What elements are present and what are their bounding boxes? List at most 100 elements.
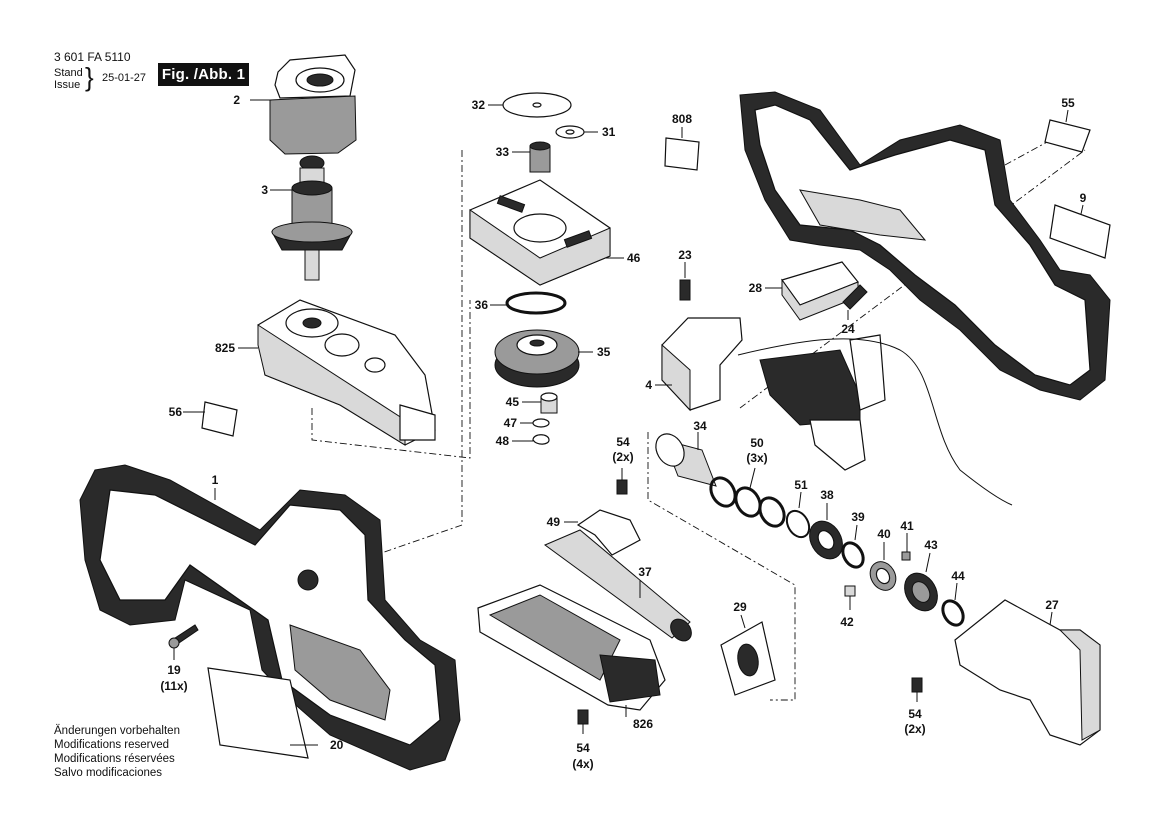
part-3-rotor xyxy=(270,155,353,281)
part-27-shoe xyxy=(954,599,1101,746)
callout-54-top: 54 xyxy=(616,435,630,449)
note-en: Modifications reserved xyxy=(54,739,170,751)
part-34-tube xyxy=(655,432,717,487)
callout-56: 56 xyxy=(169,405,183,419)
callout-45: 45 xyxy=(506,395,520,409)
callout-43: 43 xyxy=(924,538,938,552)
callout-54-top-qty: (2x) xyxy=(612,450,633,464)
part-19-screw xyxy=(168,624,199,660)
part-45-bushing xyxy=(522,392,558,414)
callout-labels: 2 3 825 56 1 19 (11x) 20 32 31 33 46 36 … xyxy=(160,93,1086,771)
part-825-gear-housing xyxy=(238,299,436,446)
callout-33: 33 xyxy=(496,145,510,159)
housing-right-half xyxy=(739,91,1111,401)
callout-825: 825 xyxy=(215,341,235,355)
part-54-screw-top xyxy=(616,468,628,495)
callout-2: 2 xyxy=(233,93,240,107)
part-54-screw-bottom xyxy=(577,709,589,734)
part-2-stator xyxy=(250,54,357,155)
part-28-slider xyxy=(765,261,859,321)
part-54-screw-right xyxy=(911,677,923,702)
part-35-gear xyxy=(494,329,593,388)
part-47-washer xyxy=(520,418,550,428)
figure-badge: Fig. /Abb. 1 xyxy=(158,63,249,86)
callout-50: 50 xyxy=(750,436,764,450)
callout-47: 47 xyxy=(504,416,518,430)
callout-46: 46 xyxy=(627,251,641,265)
part-55-label xyxy=(1044,109,1091,153)
stand-label: Stand xyxy=(54,67,83,79)
callout-19: 19 xyxy=(167,663,181,677)
part-39-ring xyxy=(841,524,865,569)
callout-34: 34 xyxy=(693,419,707,433)
callout-38: 38 xyxy=(820,488,834,502)
part-4-switch xyxy=(655,317,1013,506)
part-24-spring xyxy=(842,284,868,320)
part-29-seal xyxy=(720,614,776,696)
part-20-label xyxy=(207,667,318,759)
callout-29: 29 xyxy=(733,600,747,614)
callout-51: 51 xyxy=(794,478,808,492)
part-38-bearing xyxy=(809,503,843,560)
part-46-bracket xyxy=(469,179,624,286)
part-32-disc xyxy=(488,92,572,118)
part-1-housing xyxy=(79,464,461,771)
part-51-ring xyxy=(785,491,811,539)
callout-27: 27 xyxy=(1045,598,1059,612)
part-56-label xyxy=(183,401,238,437)
part-50-rings xyxy=(709,467,786,528)
callout-54-right: 54 xyxy=(908,707,922,721)
issue-label: Issue xyxy=(54,79,81,91)
callout-36: 36 xyxy=(475,298,489,312)
callout-32: 32 xyxy=(472,98,486,112)
part-42-pin xyxy=(844,585,856,610)
callout-39: 39 xyxy=(851,510,865,524)
part-808-label xyxy=(664,127,700,171)
part-43-gear-nut xyxy=(904,552,938,612)
callout-28: 28 xyxy=(749,281,763,295)
callout-23: 23 xyxy=(678,248,692,262)
part-23-spring xyxy=(679,262,691,301)
callout-37: 37 xyxy=(638,565,652,579)
callout-826: 826 xyxy=(633,717,653,731)
callout-4: 4 xyxy=(645,378,652,392)
brace-glyph: } xyxy=(85,62,94,92)
callout-41: 41 xyxy=(900,519,914,533)
note-fr: Modifications réservées xyxy=(54,753,175,765)
callout-42: 42 xyxy=(840,615,854,629)
callout-54-right-qty: (2x) xyxy=(904,722,925,736)
callout-1: 1 xyxy=(212,473,219,487)
note-de: Änderungen vorbehalten xyxy=(54,725,180,737)
callout-808: 808 xyxy=(672,112,692,126)
part-48-clip xyxy=(512,434,550,445)
part-31-washer xyxy=(555,125,598,139)
part-37-plunger xyxy=(543,529,692,642)
callout-49: 49 xyxy=(547,515,561,529)
part-40-sleeve xyxy=(869,542,897,591)
callout-3: 3 xyxy=(261,183,268,197)
part-49-clamp xyxy=(564,509,641,556)
callout-20: 20 xyxy=(330,738,344,752)
drawing-code: 3 601 FA 5110 xyxy=(54,50,131,64)
part-41-pin xyxy=(901,533,911,561)
stand-issue-label: Stand Issue xyxy=(54,67,83,91)
callout-9: 9 xyxy=(1080,191,1087,205)
callout-50-qty: (3x) xyxy=(746,451,767,465)
note-es: Salvo modificaciones xyxy=(54,767,163,779)
callout-54-bottom-qty: (4x) xyxy=(572,757,593,771)
callout-35: 35 xyxy=(597,345,611,359)
part-44-ring xyxy=(941,582,965,627)
callout-44: 44 xyxy=(951,569,965,583)
callout-31: 31 xyxy=(602,125,616,139)
callout-24: 24 xyxy=(841,322,855,336)
issue-date: 25-01-27 xyxy=(102,72,147,84)
part-826-guide-housing xyxy=(477,584,666,717)
part-36-o-ring xyxy=(490,291,567,315)
part-9-label xyxy=(1049,204,1111,259)
modification-notes: Änderungen vorbehalten Modifications res… xyxy=(54,724,180,780)
callout-40: 40 xyxy=(877,527,891,541)
part-33-needle-bearing xyxy=(512,141,551,173)
callout-54-bottom: 54 xyxy=(576,741,590,755)
callout-48: 48 xyxy=(496,434,510,448)
